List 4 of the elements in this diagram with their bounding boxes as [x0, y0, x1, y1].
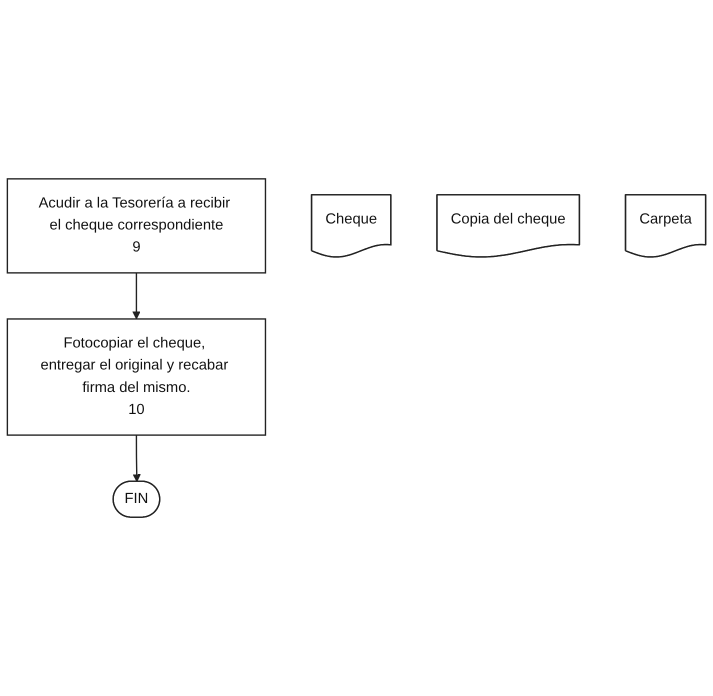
- arrow: [132, 435, 141, 482]
- node-box: Fotocopiar el cheque, entregar el original y recabar firma del mismo. 10: [6, 318, 266, 436]
- node-box: Acudir a la Tesorería a recibir el cheque correspondiente 9: [6, 178, 266, 274]
- arrow: [132, 272, 140, 320]
